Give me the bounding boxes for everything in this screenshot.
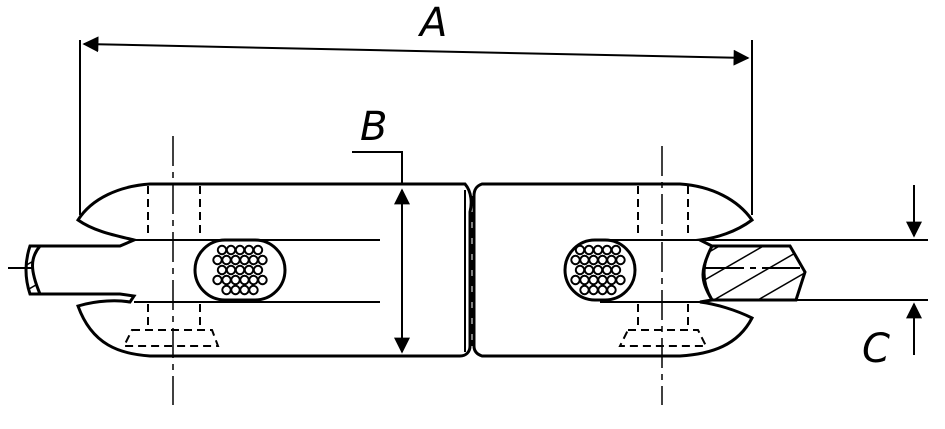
rope-strand: [239, 284, 250, 296]
rope-strand: [248, 274, 259, 286]
rope-strand: [225, 264, 237, 276]
rope-strand: [216, 244, 228, 256]
rope-strand: [216, 264, 228, 276]
rope-strand: [230, 284, 241, 296]
rope-strand: [588, 284, 599, 296]
rope-strand: [588, 254, 599, 266]
label-b: B: [360, 104, 387, 150]
rope-strand: [212, 274, 223, 286]
right-pin: [618, 146, 708, 405]
rope-strand: [230, 254, 241, 266]
rope-strand: [610, 244, 622, 256]
rope-strand: [234, 244, 246, 256]
rope-strand: [225, 244, 237, 256]
rope-strand: [221, 254, 232, 266]
rope-strand: [592, 244, 604, 256]
label-a: A: [417, 0, 447, 46]
rope-strand: [615, 254, 626, 266]
rope-strand: [579, 284, 590, 296]
rope-strand: [601, 244, 613, 256]
rope-strand: [243, 264, 255, 276]
rope-strand: [570, 254, 581, 266]
rope-strand: [252, 244, 264, 256]
rope-strand: [248, 254, 259, 266]
rope-strand: [601, 264, 613, 276]
rope-strand: [597, 284, 608, 296]
rope-strand: [606, 274, 617, 286]
rope-strand: [230, 274, 241, 286]
rope-strand: [257, 254, 268, 266]
rope-strand: [583, 244, 595, 256]
rope-strand: [597, 274, 608, 286]
right-wire-rope: [702, 244, 807, 302]
dimension-a: A: [79, 0, 753, 215]
rope-strand: [212, 254, 223, 266]
rope-strand: [252, 264, 264, 276]
rope-strand: [610, 264, 622, 276]
rope-strand: [574, 264, 586, 276]
rope-strand: [239, 254, 250, 266]
left-rope-cross-section: [193, 238, 287, 302]
rope-strand: [579, 274, 590, 286]
rope-strand: [597, 254, 608, 266]
rope-strand: [221, 284, 232, 296]
rope-strand: [606, 254, 617, 266]
rope-strand: [583, 264, 595, 276]
rope-strand: [234, 264, 246, 276]
rope-strand: [221, 274, 232, 286]
dimension-c: C: [705, 185, 928, 372]
rope-strand: [574, 244, 586, 256]
rope-strand: [579, 254, 590, 266]
rope-strand: [248, 284, 259, 296]
right-rope-cross-section: [563, 238, 637, 302]
rope-strand: [570, 274, 581, 286]
rope-strand: [257, 274, 268, 286]
rope-strand: [606, 284, 617, 296]
rope-strand: [243, 244, 255, 256]
dimension-b: B: [352, 104, 410, 354]
left-pin: [122, 136, 220, 405]
rope-strand: [588, 274, 599, 286]
rope-strand: [615, 274, 626, 286]
rope-strand: [239, 274, 250, 286]
rope-strand: [592, 264, 604, 276]
label-c: C: [862, 326, 890, 372]
